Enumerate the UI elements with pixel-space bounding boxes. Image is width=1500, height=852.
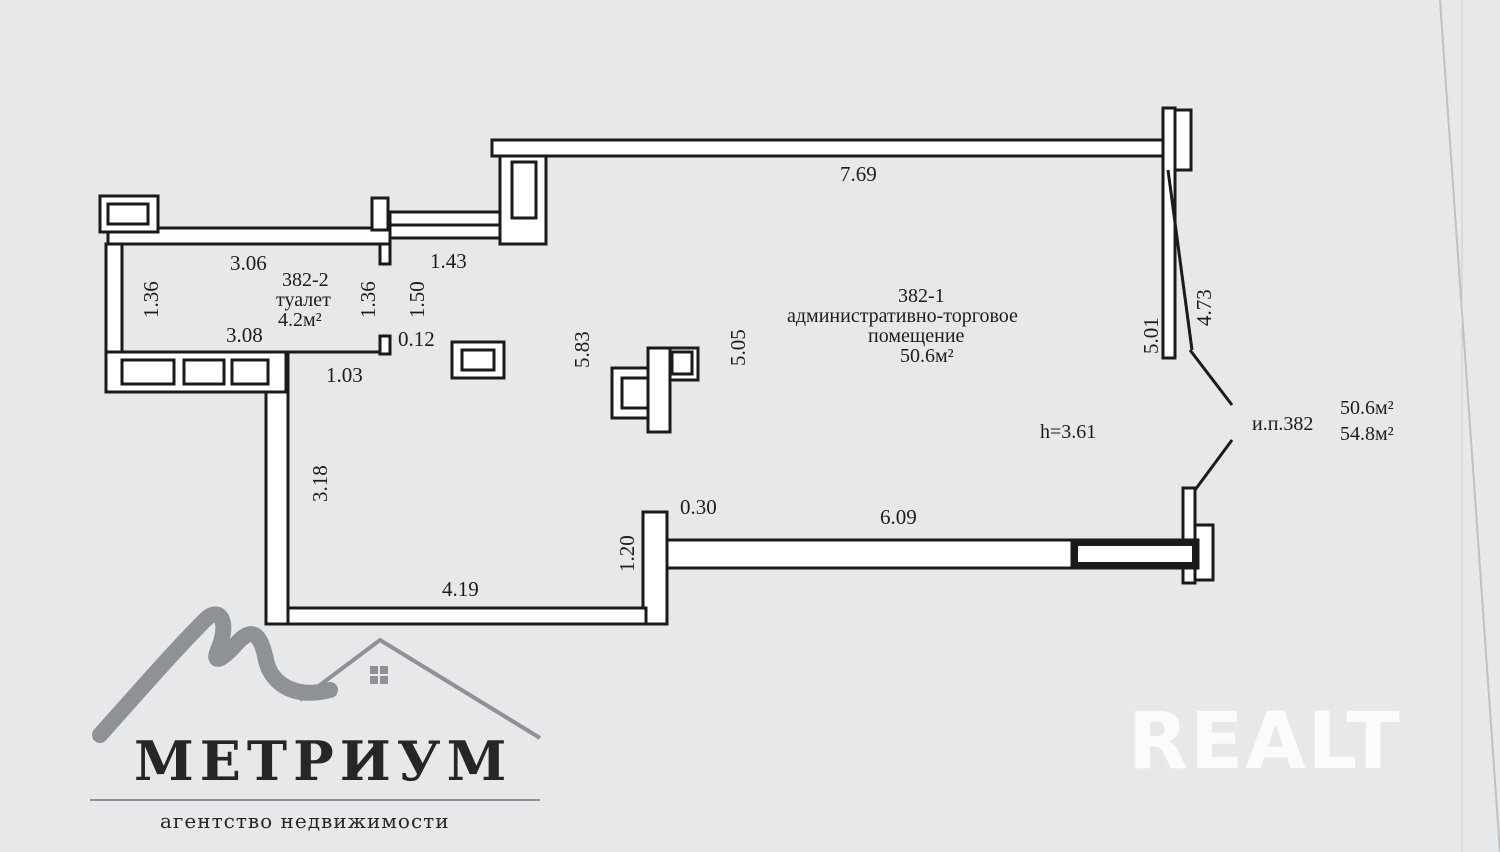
main-room-number: 382-1 — [898, 285, 945, 307]
toilet-name: туалет — [276, 289, 331, 311]
toilet-corner-inner — [106, 202, 150, 226]
toilet-cell-3 — [230, 358, 270, 386]
premises-area-main: 50.6м² — [1340, 397, 1394, 419]
main-room-area: 50.6м² — [900, 345, 954, 367]
column-top-inner — [670, 350, 694, 376]
premises-area-total: 54.8м² — [1340, 423, 1394, 445]
dim-toilet-left-h: 1.36 — [139, 281, 163, 318]
wall-corridor-column — [498, 154, 548, 246]
logo-window-2 — [380, 666, 388, 674]
toilet-cell-1 — [120, 358, 176, 386]
ceiling-height: h=3.61 — [1040, 421, 1096, 443]
corridor-column-inner — [510, 160, 538, 220]
metrium-logo: МЕТРИУМ агентство недвижимости — [90, 606, 542, 833]
logo-swoosh — [92, 606, 338, 743]
shaft — [450, 340, 506, 380]
dim-room-height-left: 5.83 — [570, 331, 594, 368]
window-line-2 — [1193, 439, 1234, 491]
logo-roof — [298, 637, 542, 740]
window-line-1 — [1188, 349, 1234, 406]
main-room-name-2: помещение — [868, 325, 965, 347]
wall-toilet-tab — [370, 196, 390, 232]
dim-pier-width: 0.30 — [680, 495, 717, 519]
logo-window-3 — [370, 676, 378, 684]
dim-top-wall: 7.69 — [840, 162, 877, 186]
dim-room-height-center: 5.05 — [726, 329, 750, 366]
dim-left-wall-h: 3.18 — [308, 465, 332, 502]
dim-bottom-right-wall: 6.09 — [880, 505, 917, 529]
dim-toilet-top: 3.06 — [230, 251, 267, 275]
dim-right-wall-h: 4.73 — [1192, 289, 1216, 326]
logo-window-4 — [380, 676, 388, 684]
wall-top — [490, 138, 1177, 158]
wall-right-upper — [1161, 106, 1177, 360]
wall-right-slant — [1166, 169, 1194, 351]
pier — [641, 510, 669, 626]
main-room-name-1: административно-торговое — [787, 305, 1018, 327]
shaft-inner — [460, 348, 496, 372]
wall-bottom-right-inner — [1078, 546, 1192, 562]
dim-toilet-bottom: 3.08 — [226, 323, 263, 347]
toilet-area: 4.2м² — [278, 309, 322, 331]
logo-tagline: агентство недвижимости — [160, 809, 450, 833]
dim-toilet-right-h: 1.36 — [356, 281, 380, 318]
toilet-right-post — [378, 242, 392, 266]
dim-corridor-h: 1.50 — [405, 281, 429, 318]
dim-pier-height: 1.20 — [615, 535, 639, 572]
dim-corridor-top: 1.43 — [430, 249, 467, 273]
dim-small-offset: 0.12 — [398, 327, 435, 351]
realt-watermark: REALT — [1128, 697, 1402, 787]
logo-window-1 — [370, 666, 378, 674]
toilet-number: 382-2 — [282, 269, 329, 291]
logo-brand: МЕТРИУМ — [134, 729, 512, 793]
dim-room-height-right: 5.01 — [1139, 317, 1163, 354]
wall-right-cap — [1173, 108, 1193, 172]
wall-bottom-left — [264, 606, 648, 626]
toilet-door-post — [378, 334, 392, 356]
dim-bottom-wall: 4.19 — [442, 577, 479, 601]
wall-toilet-bottom — [104, 350, 288, 394]
premises-label: и.п.382 — [1252, 413, 1313, 435]
column-shaft — [646, 346, 672, 434]
toilet-cell-2 — [182, 358, 226, 386]
wall-bottom-right — [660, 538, 1074, 570]
paper-edge — [1439, 0, 1500, 852]
dim-step-width: 1.03 — [326, 363, 363, 387]
